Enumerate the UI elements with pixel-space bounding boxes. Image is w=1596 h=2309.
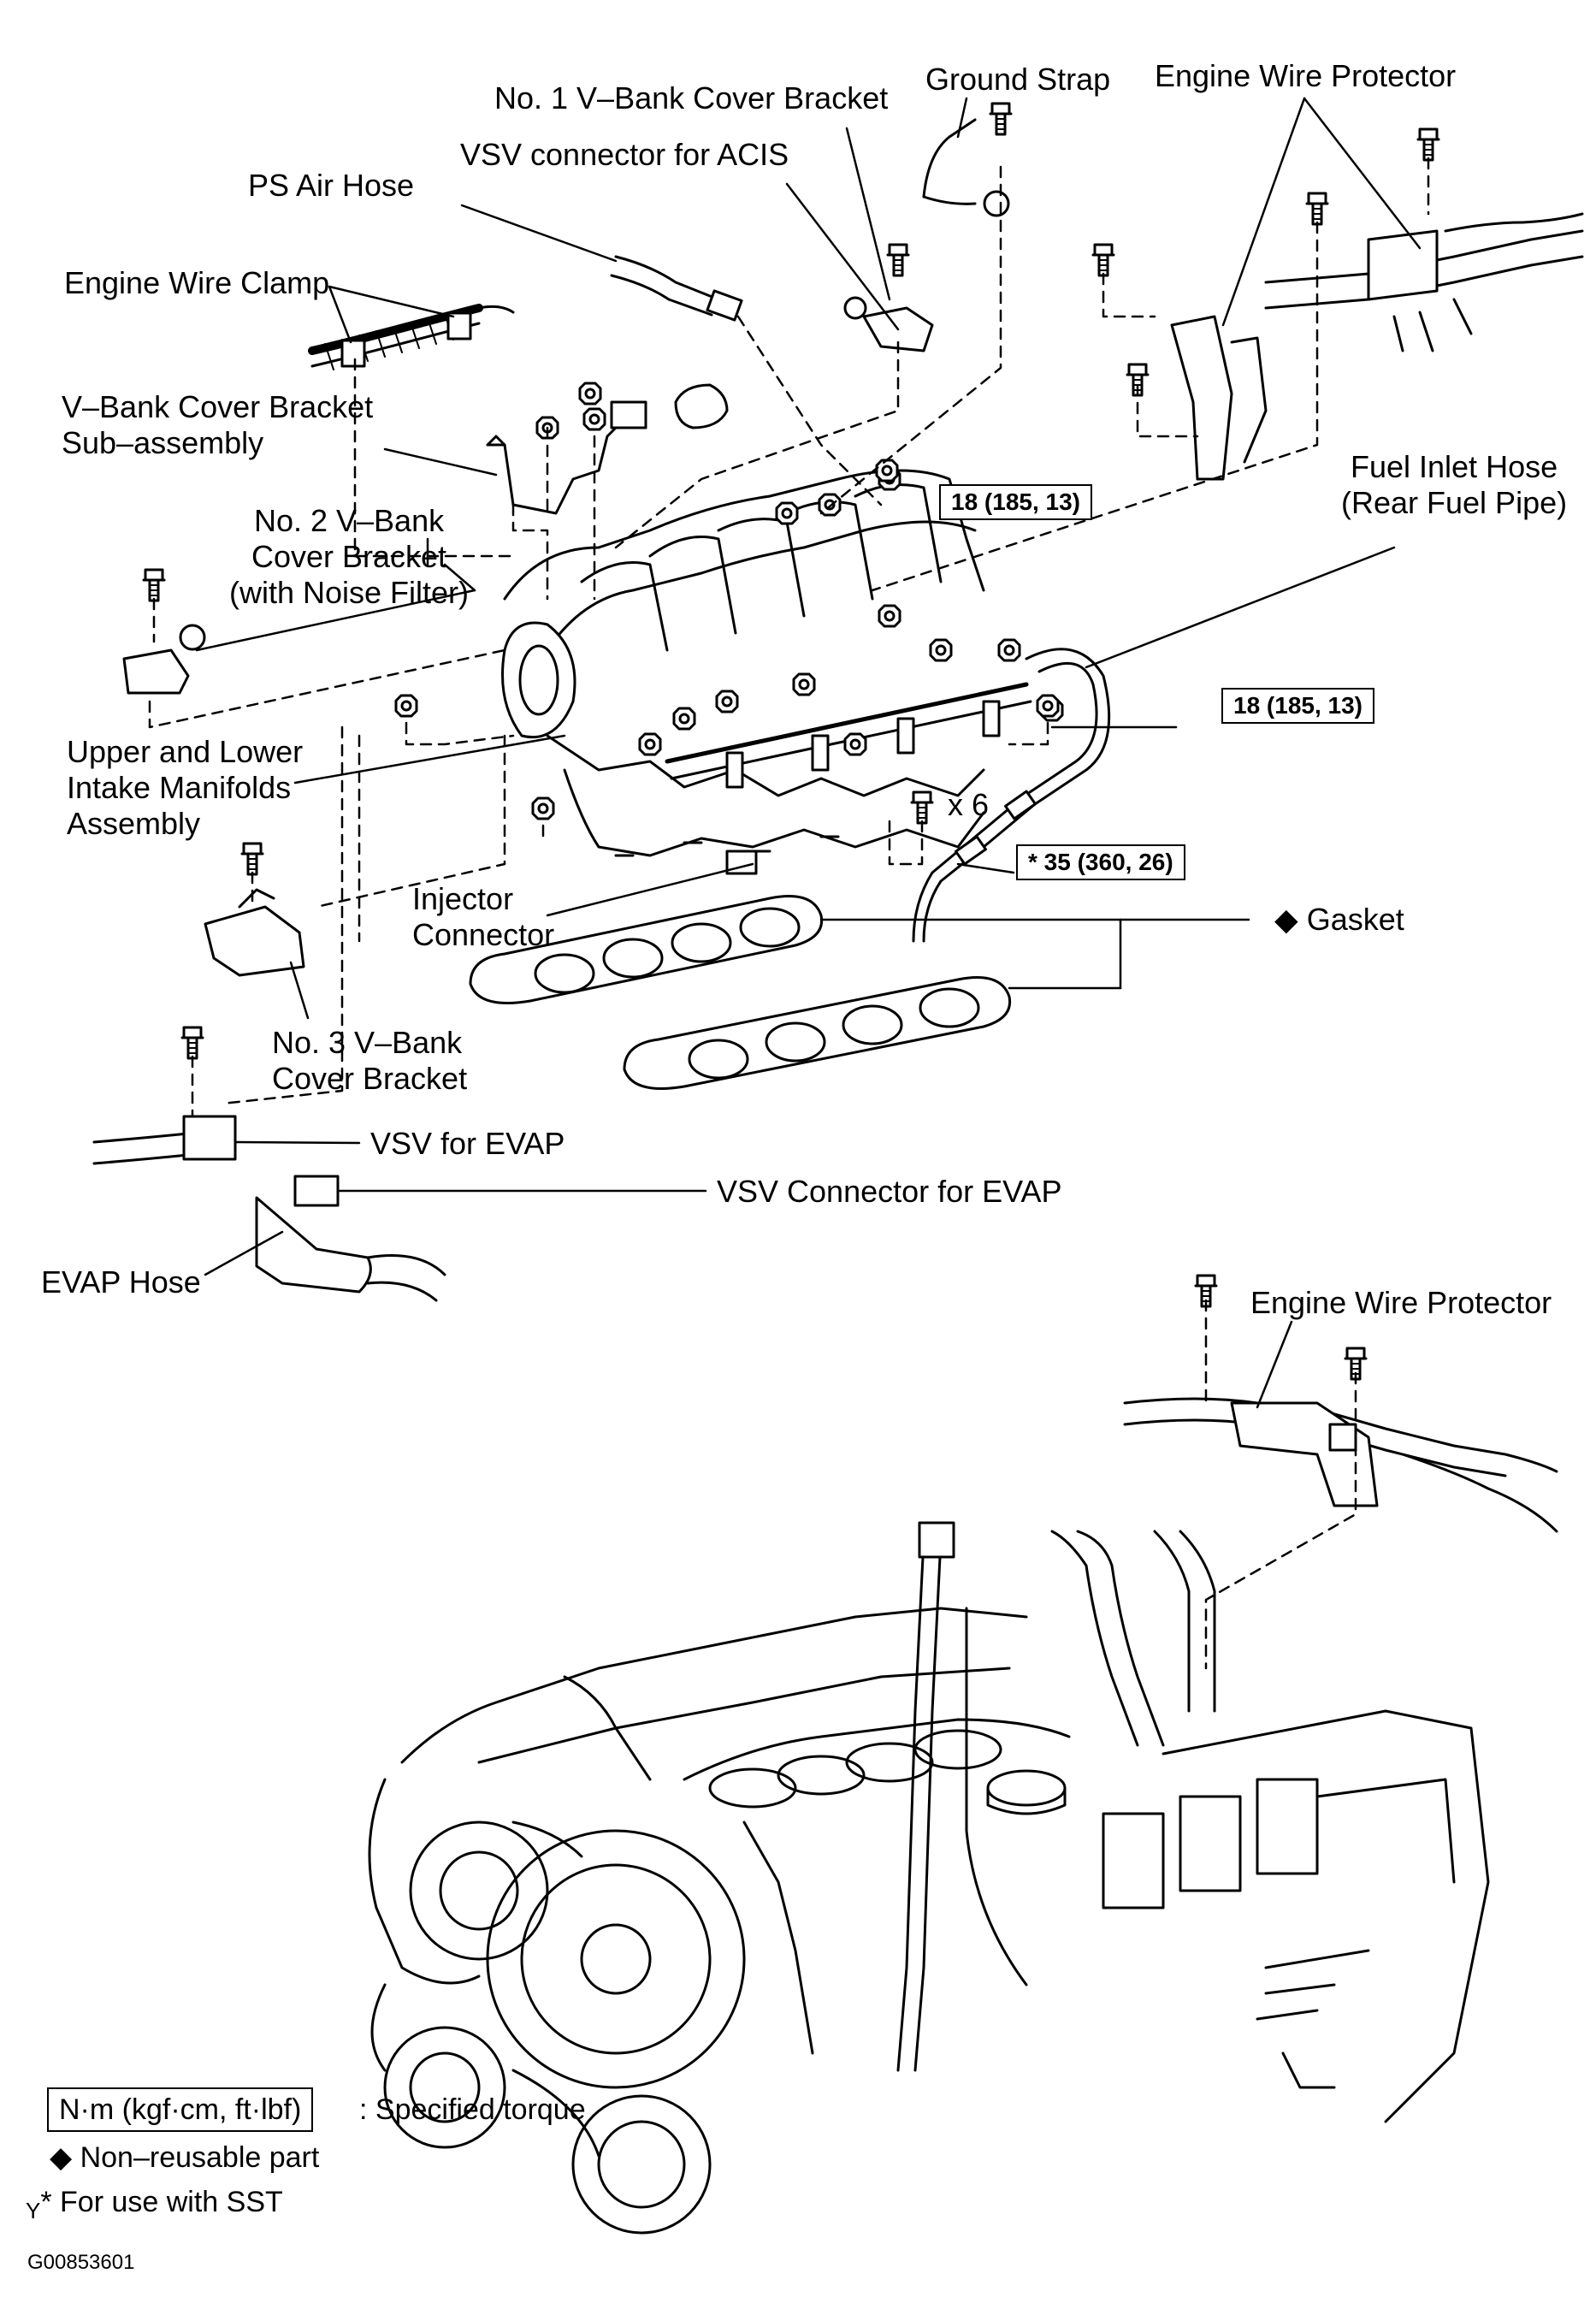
intake-manifold-part [501,467,1064,857]
label-gasket: ◆ Gasket [1274,902,1404,937]
no1-vbank-cover-bracket-part [843,243,934,352]
legend-sst-text: * For use with SST [40,2186,283,2218]
label-engine-wire-protector-bottom: Engine Wire Protector [1250,1285,1552,1320]
label-x6: x 6 [948,787,990,822]
label-vbank-cover-bracket-line2: Sub–assembly [62,425,264,460]
label-no1-vbank-cover-bracket: No. 1 V–Bank Cover Bracket [494,80,889,115]
label-vsv-evap: VSV for EVAP [370,1126,565,1161]
label-intake-manifolds-assembly: Upper and Lower Intake Manifolds Assembl… [67,734,303,842]
label-injector-line2: Connector [412,917,555,952]
legend-sst: Y* For use with SST [26,2183,283,2229]
fuel-inlet-hose-part [912,648,1111,943]
dashed-assembly-lines [148,157,1430,1670]
vbank-cover-bracket-subassembly-part [486,382,729,515]
label-ps-air-hose: PS Air Hose [248,168,415,203]
label-fuel-inlet-hose-line2: (Rear Fuel Pipe) [1341,485,1568,520]
label-vbank-cover-bracket-line1: V–Bank Cover Bracket [62,389,374,424]
ps-air-hose-part [610,255,743,322]
no3-vbank-cover-bracket-part [204,888,305,977]
legend-unit-desc: : Specified torque [359,2093,586,2126]
label-no2-vbank-line2: Cover Bracket [251,539,447,574]
legend-unit-box: N·m (kgf·cm, ft·lbf) [47,2087,314,2132]
label-engine-wire-protector-top: Engine Wire Protector [1155,58,1457,93]
label-no3-vbank-line1: No. 3 V–Bank [272,1025,463,1060]
label-no2-vbank-line3: (with Noise Filter) [229,575,470,610]
label-no3-vbank-cover-bracket: No. 3 V–Bank Cover Bracket [272,1025,467,1097]
ground-strap-part [922,102,1013,217]
torque-box-2: 18 (185, 13) [1221,688,1374,724]
label-ground-strap: Ground Strap [925,62,1111,97]
label-vsv-connector-acis: VSV connector for ACIS [460,137,789,172]
label-no2-vbank-cover-bracket: No. 2 V–Bank Cover Bracket (with Noise F… [229,503,469,611]
torque-box-3: * 35 (360, 26) [1016,844,1185,880]
torque-box-1: 18 (185, 13) [939,484,1092,520]
label-no2-vbank-line1: No. 2 V–Bank [253,503,445,538]
label-intake-line2: Intake Manifolds [67,770,292,805]
label-fuel-inlet-hose-line1: Fuel Inlet Hose [1350,449,1558,484]
label-fuel-inlet-hose: Fuel Inlet Hose (Rear Fuel Pipe) [1341,449,1567,521]
gasket-part [469,895,1012,1090]
label-engine-wire-clamp: Engine Wire Clamp [64,265,330,300]
label-intake-line1: Upper and Lower [67,734,304,769]
engine-block-part [368,1521,1490,2235]
label-vbank-cover-bracket-subassembly: V–Bank Cover Bracket Sub–assembly [62,389,373,461]
label-evap-hose: EVAP Hose [41,1264,201,1300]
engine-wire-protector-top-part [1091,127,1584,481]
label-intake-line3: Assembly [67,806,201,841]
no2-vbank-cover-bracket-part [122,568,206,695]
figure-code: G00853601 [27,2251,135,2274]
label-no3-vbank-line2: Cover Bracket [272,1061,468,1096]
legend-sst-prefix: Y [26,2198,41,2223]
legend-non-reusable: ◆ Non–reusable part [50,2141,320,2174]
label-injector-connector: Injector Connector [412,881,554,953]
label-injector-line1: Injector [412,881,514,916]
label-leader-lines [195,97,1422,1409]
engine-wire-clamp-part [308,304,515,370]
label-vsv-connector-evap: VSV Connector for EVAP [717,1174,1062,1209]
